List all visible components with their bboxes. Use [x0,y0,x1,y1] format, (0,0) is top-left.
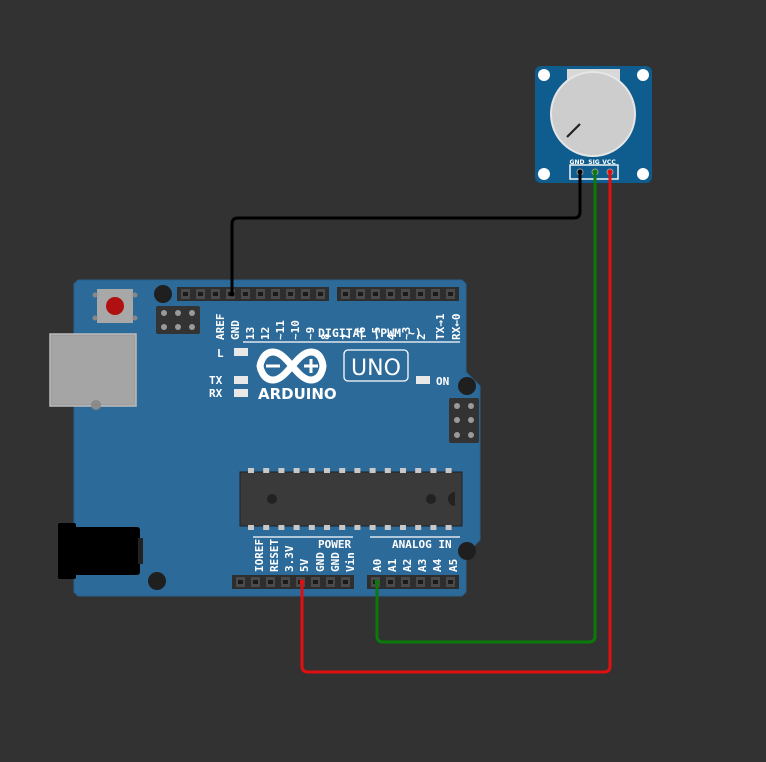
led-l-label: L [217,347,224,360]
pin-label: A5 [447,559,460,572]
pin-label: ~6 [355,326,368,340]
icsp-header-right [449,398,479,443]
led-rx-label: RX [209,387,223,400]
led-on-label: ON [436,375,449,388]
pin-label: Vin [344,552,357,572]
mount-hole [538,168,550,180]
pin-label: GND [329,552,342,572]
pin-label: IOREF [253,539,266,572]
pot-pin-label: GND [570,159,585,166]
wires [229,169,613,674]
reset-button[interactable] [92,289,138,323]
mount-hole [637,69,649,81]
pin-label: TX→1 [434,313,447,340]
dc-power-jack [58,523,143,579]
pin-label: 3.3V [283,545,296,572]
atmega-chip [239,468,463,530]
pin-label: A0 [371,559,384,572]
pin-label: ~5 [370,327,383,340]
pin-label: A3 [416,559,429,572]
led-tx [234,376,248,384]
pin-label: GND [314,552,327,572]
led-on [416,376,430,384]
mount-hole [538,69,550,81]
pin-label: A1 [386,558,399,572]
led-rx [234,389,248,397]
digital-header-left [177,287,329,301]
pot-knob[interactable] [550,71,636,157]
pin-label: ~10 [289,320,302,340]
pin-label: 12 [259,327,272,340]
analog-header [367,575,459,589]
digital-header-right [337,287,459,301]
wire-sig[interactable] [375,172,597,644]
pot-pin-label: VCC [602,159,616,166]
pin-label: AREF [214,314,227,341]
pin-label: 4 [385,333,398,340]
pin-label: A2 [401,559,414,572]
led-tx-label: TX [209,374,223,387]
pot-pin-label: SIG [588,159,600,166]
board-model: UNO [351,356,401,381]
pin-label: 8 [319,333,332,340]
power-header [232,575,354,589]
mount-hole [458,542,476,560]
pin-label: GND [229,320,242,340]
pin-label: RX←0 [450,314,463,341]
usb-connector [49,333,137,410]
mount-hole [458,377,476,395]
arduino-logo-icon [256,348,327,384]
pin-label: ~3 [400,327,413,340]
pin-label: RESET [268,539,281,572]
pin-label: 13 [244,327,257,340]
uno-badge [343,349,409,382]
analog-section-label: ANALOG IN [392,538,452,551]
pin-label: A4 [431,558,444,572]
pin-label: ~11 [274,320,287,340]
pin-label: ~9 [304,327,317,340]
pin-label: 2 [415,333,428,340]
icsp-header-top [156,306,200,334]
board-brand: ARDUINO [258,385,337,403]
pin-label: 5V [298,558,311,572]
wire-vcc[interactable] [300,172,612,674]
led-l [234,348,248,356]
mount-hole [154,285,172,303]
pin-label: 7 [340,333,353,340]
pot-knob-indicator [566,123,581,138]
power-section-label: POWER [318,538,351,551]
wire-gnd[interactable] [230,172,582,294]
digital-section-label: DIGITAL (PWM ~) [318,326,422,340]
mount-hole [637,168,649,180]
mount-hole [148,572,166,590]
